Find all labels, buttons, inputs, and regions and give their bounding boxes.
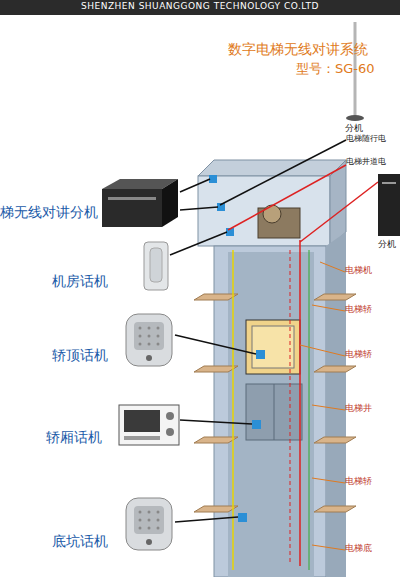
leader-lines [170,140,346,522]
shaft-cable [232,250,234,570]
company-banner: SHENZHEN SHUANGGONG TECHNOLOGY CO.LTD [0,2,400,12]
device-picture [124,312,174,372]
diagram-title: 数字电梯无线对讲系统 [228,42,368,57]
elevator-car [246,320,300,374]
car-interior [252,326,294,368]
floor-slabs [194,294,356,512]
device-label: 梯无线对讲分机 [0,205,98,220]
device-node: 梯无线对讲分机 [0,175,185,235]
cable [290,250,291,565]
device-label: 轿厢话机 [46,430,102,445]
shaft-side [326,232,346,577]
door-gap [274,384,275,440]
part-label: 电梯机 [345,266,372,276]
part-label: 电梯底 [345,544,372,554]
device-label: 机房话机 [52,274,108,289]
cable-label: 电梯随行电 [346,135,386,144]
device-label: 分机 [378,240,396,250]
device-label: 底坑话机 [52,534,108,549]
part-label: 电梯井 [345,404,372,414]
cable-label: 电梯井道电 [346,158,386,167]
shaft-well [228,252,314,577]
part-label: 电梯轿 [345,350,372,360]
device-picture [118,404,180,450]
device-node: 分机 [376,174,400,254]
top-banner [0,0,400,15]
part-label: 电梯轿 [345,305,372,315]
part-label: 电梯轿 [345,477,372,487]
device-picture [140,240,172,296]
antenna-base [346,115,364,121]
sheave [263,205,281,223]
landing-door [246,384,302,440]
leader-line [300,182,378,242]
intercom-terminals [209,175,265,522]
callout-lines [300,262,345,550]
device-node: 轿厢话机 [46,402,186,450]
cable [309,250,310,570]
device-node: 轿顶话机 [52,310,182,370]
device-picture [100,177,180,233]
travel-cable [299,240,301,566]
device-picture [378,174,400,240]
device-label: 轿顶话机 [52,348,108,363]
roof [198,160,346,176]
device-picture [124,496,174,556]
device-node: 底坑话机 [52,494,182,554]
antenna-label: 分机 [345,124,363,134]
device-node: 机房话机 [52,238,177,296]
model-number: 型号：SG-60 [296,62,375,76]
